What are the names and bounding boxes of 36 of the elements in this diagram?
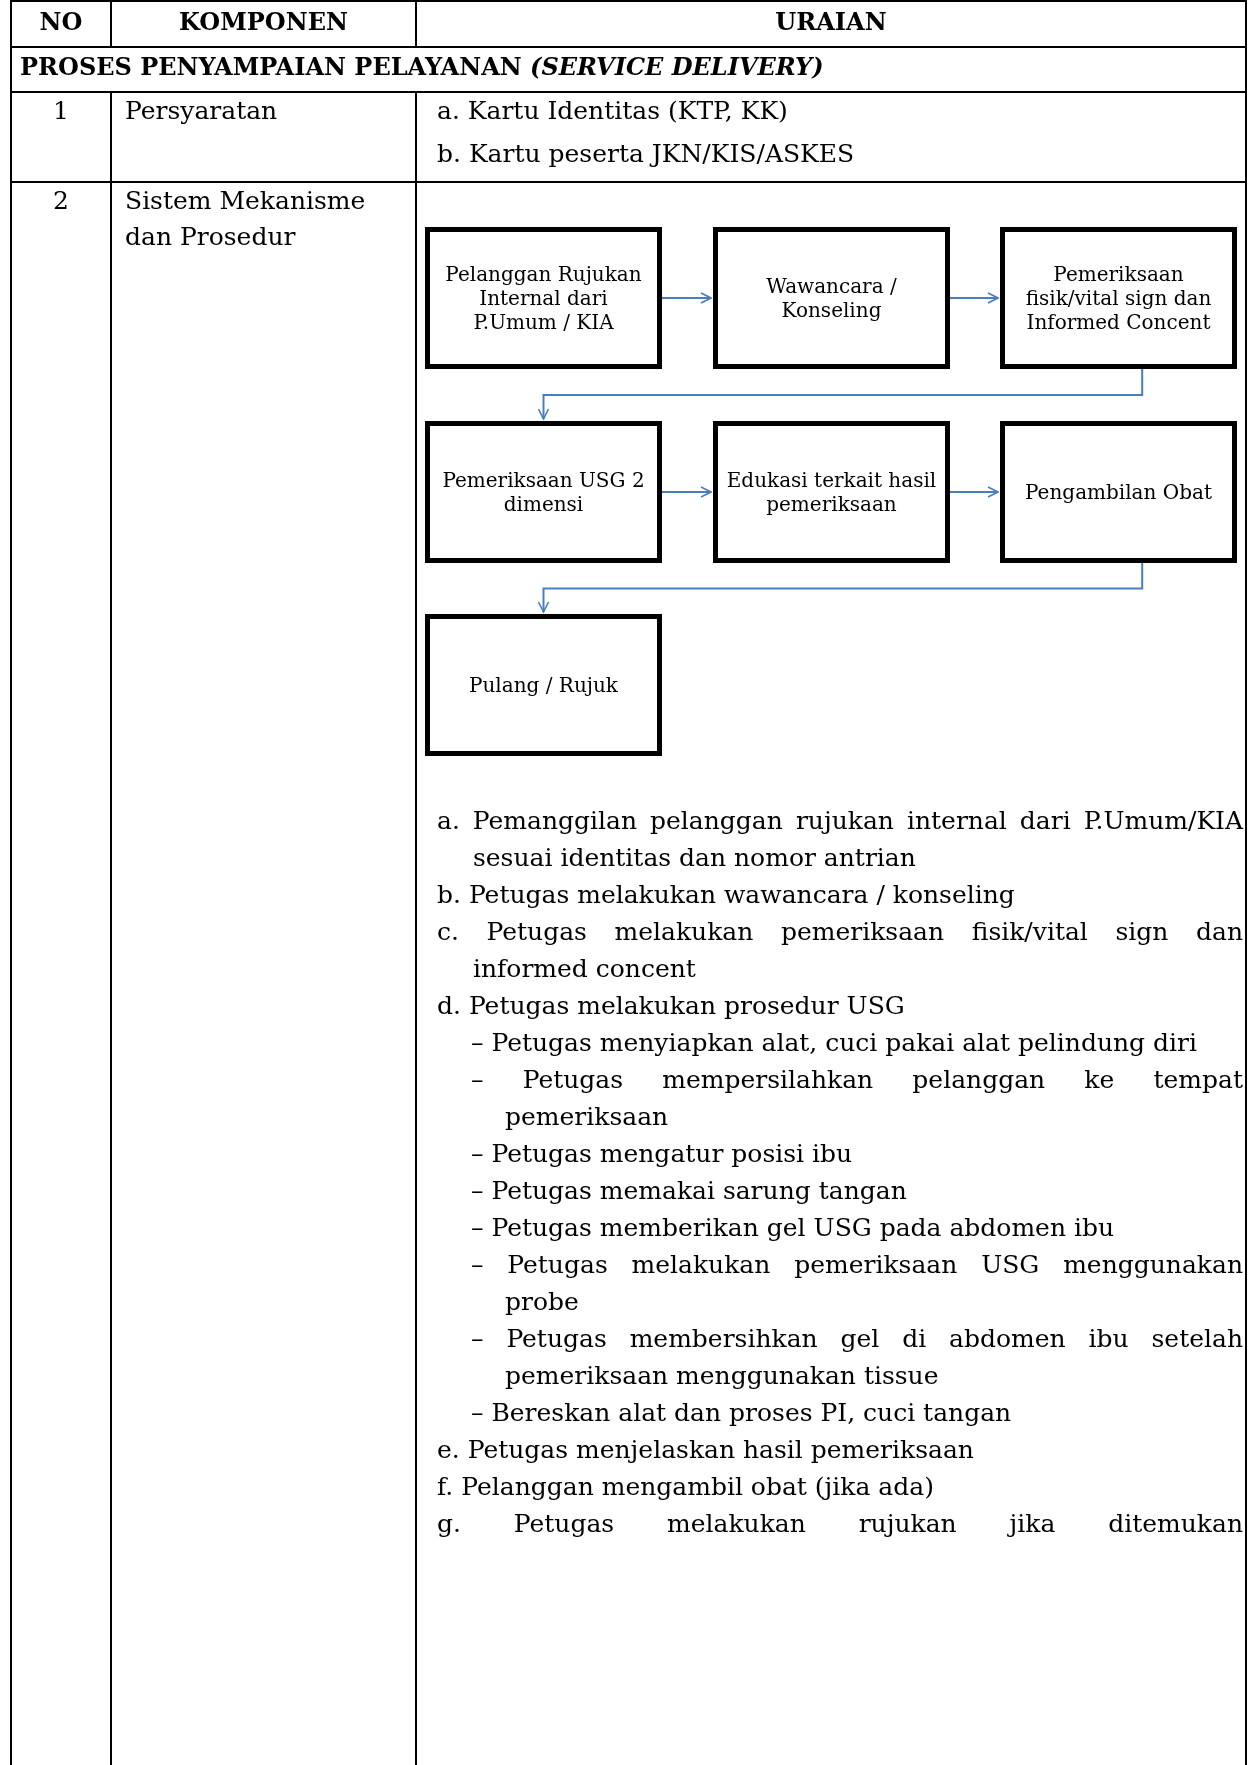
component-name: Persyaratan bbox=[125, 95, 279, 127]
arrow bbox=[949, 292, 999, 304]
column-header: NO bbox=[38, 6, 84, 38]
column-header: KOMPONEN bbox=[178, 6, 349, 38]
sub-step-text: – Petugas memberikan gel USG pada abdomen ibu bbox=[470, 1212, 1116, 1244]
step-text: b. Petugas melakukan wawancara / konseling bbox=[437, 879, 1016, 911]
arrow bbox=[661, 292, 712, 304]
arrow bbox=[537, 562, 1144, 613]
sub-step-text: – Bereskan alat dan proses PI, cuci tangan bbox=[470, 1397, 1013, 1429]
process-box: Pengambilan Obat bbox=[1000, 421, 1237, 563]
sub-step-text: – Petugas mempersilahkan pelanggan ke tempat pemeriksaan bbox=[470, 1064, 1243, 1133]
arrow bbox=[949, 486, 999, 498]
requirement-item: b. Kartu peserta JKN/KIS/ASKES bbox=[437, 138, 856, 170]
process-box: Pelanggan Rujukan Internal dari P.Umum / KIA bbox=[425, 227, 662, 369]
sub-step-text: – Petugas menyiapkan alat, cuci pakai alat pelindung diri bbox=[470, 1027, 1198, 1059]
process-box: Edukasi terkait hasil pemeriksaan bbox=[713, 421, 950, 563]
section-heading: PROSES PENYAMPAIAN PELAYANAN (SERVICE DELIVERY) bbox=[20, 51, 825, 83]
step-text: e. Petugas menjelaskan hasil pemeriksaan bbox=[437, 1434, 975, 1466]
sub-step-text: – Petugas memakai sarung tangan bbox=[470, 1175, 908, 1207]
step-text: d. Petugas melakukan prosedur USG bbox=[437, 990, 906, 1022]
process-box: Pemeriksaan fisik/vital sign dan Informed Concent bbox=[1000, 227, 1237, 369]
process-box: Pulang / Rujuk bbox=[425, 614, 662, 756]
process-box: Wawancara / Konseling bbox=[713, 227, 950, 369]
sub-step-text: – Petugas melakukan pemeriksaan USG menggunakan probe bbox=[470, 1249, 1243, 1318]
step-text: f. Pelanggan mengambil obat (jika ada) bbox=[437, 1471, 935, 1503]
process-box: Pemeriksaan USG 2 dimensi bbox=[425, 421, 662, 563]
arrow bbox=[661, 486, 712, 498]
arrow bbox=[537, 368, 1144, 420]
column-header: URAIAN bbox=[774, 6, 888, 38]
sub-step-text: – Petugas membersihkan gel di abdomen ibu setelah pemeriksaan menggunakan tissue bbox=[470, 1323, 1243, 1392]
step-text: g. Petugas melakukan rujukan jika ditemukan bbox=[437, 1508, 1243, 1540]
sub-step-text: – Petugas mengatur posisi ibu bbox=[470, 1138, 854, 1170]
requirement-item: a. Kartu Identitas (KTP, KK) bbox=[437, 95, 789, 127]
row-number: 2 bbox=[52, 185, 70, 217]
row-number: 1 bbox=[52, 95, 70, 127]
component-name: Sistem Mekanisme dan Prosedur bbox=[125, 185, 367, 253]
